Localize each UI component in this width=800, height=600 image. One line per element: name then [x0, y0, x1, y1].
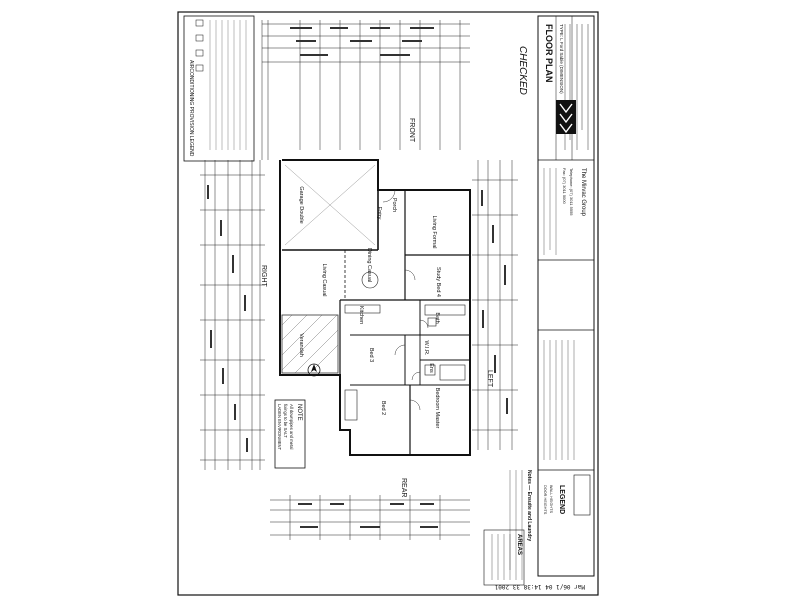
- room-label-porch: Porch: [391, 198, 397, 212]
- salt-note: NOTE All downpipes and metal fixings to …: [274, 399, 306, 469]
- builder-fax: Fax: (07) 3011 5000: [562, 168, 567, 205]
- note-title: NOTE: [296, 404, 302, 421]
- legend-door-heading: DOOR HEIGHTS: [543, 485, 547, 515]
- room-label-verandah: Verandah: [298, 333, 304, 357]
- note-line-1: All downpipes and metal: [289, 404, 294, 449]
- dimension-text-top: [290, 27, 434, 56]
- room-label-bed-3: Bed 3: [368, 348, 374, 362]
- aircon-legend: AIRCONDITIONING PROVISION LEGEND: [183, 15, 255, 162]
- areas-title: AREAS: [516, 534, 522, 555]
- room-label-ens: Ens: [428, 363, 434, 373]
- drawing-title: FLOOR PLAN: [544, 24, 554, 83]
- room-label-dining-casual: Dining Casual: [366, 248, 372, 282]
- garage-slab: [284, 164, 376, 246]
- room-label-living-casual: Living Casual: [321, 263, 327, 296]
- room-label-bed-2: Bed 2: [380, 401, 386, 415]
- checked-stamp: CHECKED: [517, 46, 528, 95]
- room-label-bedroom-master: Bedroom Master: [434, 388, 440, 429]
- dimension-text-bottom: [298, 503, 438, 528]
- room-label-entry: Entry: [376, 207, 382, 220]
- notes-block: Notes — Ensuite and Laundry: [509, 470, 532, 580]
- dimension-text-right: [481, 190, 508, 414]
- verandah-area: [281, 314, 339, 374]
- title-block: CHECKED FLOOR PLAN TYPE: L Ford Sable (D…: [517, 15, 595, 577]
- orientation-front: FRONT: [408, 118, 415, 143]
- notes-title: Notes — Ensuite and Laundry: [526, 470, 532, 541]
- orientation-rear: REAR: [400, 478, 407, 497]
- dimension-lines-left: [200, 160, 265, 470]
- orientation-right: RIGHT: [260, 265, 267, 288]
- north-arrow-icon: [307, 363, 321, 377]
- room-label-living-formal: Living Formal: [431, 215, 437, 248]
- doors: [382, 189, 429, 411]
- fixtures: [344, 271, 466, 421]
- builder-phone: Telephone: (07) 3011 5555: [569, 168, 574, 216]
- room-label-w-i-r: W.I.R.: [423, 341, 429, 356]
- dimension-text-left: [207, 185, 248, 452]
- legend-wall-heading: WALL HEIGHTS: [549, 485, 553, 513]
- note-line-3: LADEN ENVIRONMENT: [277, 404, 282, 451]
- legend-title: LEGEND: [558, 485, 565, 514]
- house-walls: [279, 159, 471, 456]
- room-label-garage-double: Garage Double: [298, 186, 304, 223]
- room-label-bath: Bath: [434, 312, 440, 323]
- dimension-lines-right: [472, 160, 518, 450]
- aircon-legend-title: AIRCONDITIONING PROVISION LEGEND: [188, 60, 194, 157]
- room-label-study-bed-4: Study Bed 4: [435, 267, 441, 297]
- orientation-left: LEFT: [486, 370, 493, 388]
- areas-table: AREAS: [483, 529, 525, 586]
- page-border: [177, 11, 599, 596]
- dimension-lines-bottom: [270, 495, 470, 540]
- house-type: TYPE: L Ford Sable (DIMENSION): [559, 24, 564, 94]
- builder-name: The Mirvac Group: [580, 168, 586, 217]
- room-label-kitchen: Kitchen: [358, 306, 364, 324]
- note-line-2: fixings to be SALT: [283, 404, 288, 438]
- mirvac-logo: [556, 100, 576, 134]
- fax-header: Mar 06/1 04 14:38 33 2001: [494, 583, 585, 590]
